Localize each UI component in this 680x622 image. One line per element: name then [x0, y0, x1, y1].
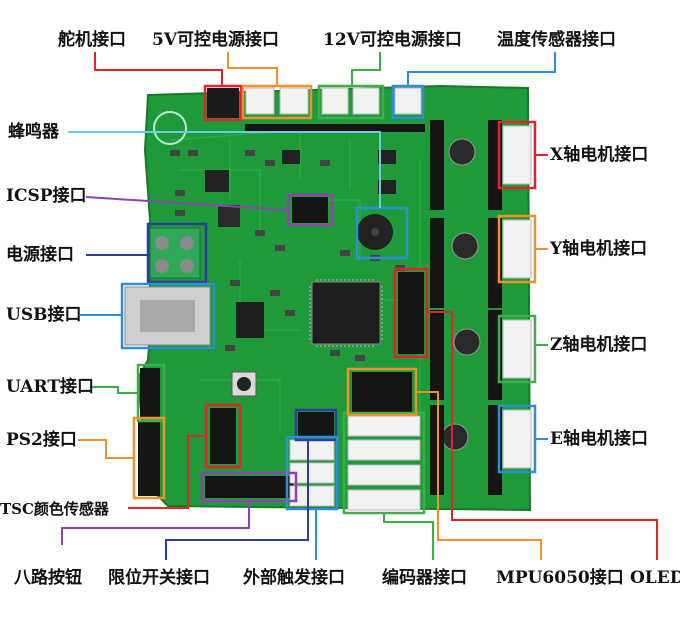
label-uart: UART接口: [6, 377, 94, 397]
label-oled: OLED: [630, 568, 680, 588]
label-ps2: PS2接口: [6, 430, 77, 450]
label-temperature: 温度传感器接口: [497, 30, 616, 50]
label-power: 电源接口: [6, 245, 74, 265]
label-servo: 舵机接口: [58, 30, 126, 50]
pcb-board: [125, 86, 531, 510]
label-y-motor: Y轴电机接口: [550, 239, 647, 259]
label-power-12v: 12V可控电源接口: [323, 30, 462, 50]
label-power-5v: 5V可控电源接口: [152, 30, 279, 50]
label-buzzer: 蜂鸣器: [8, 122, 59, 142]
label-eight-keys: 八路按钮: [14, 568, 82, 588]
label-limit-switch: 限位开关接口: [108, 568, 210, 588]
label-tsc: TSC颜色传感器: [0, 499, 109, 519]
label-icsp: ICSP接口: [6, 186, 87, 206]
label-e-motor: E轴电机接口: [550, 429, 648, 449]
label-z-motor: Z轴电机接口: [550, 335, 647, 355]
label-external-trigger: 外部触发接口: [243, 568, 345, 588]
label-x-motor: X轴电机接口: [550, 145, 648, 165]
label-usb: USB接口: [6, 305, 81, 325]
label-encoder: 编码器接口: [382, 568, 467, 588]
label-mpu6050: MPU6050接口: [496, 568, 624, 588]
